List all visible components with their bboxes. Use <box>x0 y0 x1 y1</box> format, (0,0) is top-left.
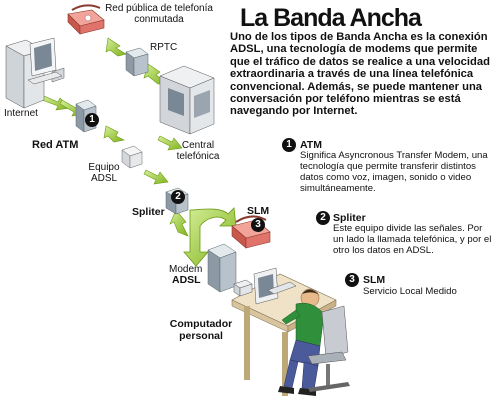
server-icon <box>233 279 253 297</box>
marker-1: 1 <box>85 113 99 127</box>
server-icon <box>125 47 149 77</box>
page-title: La Banda Ancha <box>240 4 422 32</box>
legend-desc-spliter: Este equipo divide las señales. Por un l… <box>333 223 492 256</box>
phone-icon <box>67 4 105 35</box>
label-internet: Internet <box>4 108 38 119</box>
label-adsl: ADSL <box>172 274 201 286</box>
legend-num-2: 2 <box>316 211 330 225</box>
legend-head-spliter: Spliter <box>333 212 366 224</box>
marker-3: 3 <box>251 218 265 232</box>
marker-2: 2 <box>171 190 185 204</box>
computer-icon <box>5 37 65 109</box>
label-red-atm: Red ATM <box>32 139 79 151</box>
label-rptc: RPTC <box>150 42 178 53</box>
label-central-telefonica: Central telefónica <box>176 140 220 162</box>
intro-paragraph: Uno de los tipos de Banda Ancha es la co… <box>230 31 490 118</box>
legend-head-atm: ATM <box>300 139 322 151</box>
legend-num-1: 1 <box>282 138 296 152</box>
server-icon <box>121 145 143 169</box>
label-slm: SLM <box>247 205 270 217</box>
legend-head-slm: SLM <box>363 274 386 286</box>
legend-desc-slm: Servicio Local Medido <box>363 286 457 297</box>
label-red-publica: Red pública de telefonía conmutada <box>105 3 213 25</box>
legend-num-3: 3 <box>345 273 359 287</box>
label-equipo-adsl: Equipo ADSL <box>88 162 120 184</box>
building-icon <box>159 65 215 135</box>
server-icon <box>207 243 237 293</box>
label-computador-personal: Computador personal <box>169 318 233 342</box>
splitter-arrow-icon <box>183 207 237 267</box>
label-modem: Modem <box>169 264 203 275</box>
label-spliter: Spliter <box>132 206 165 218</box>
legend-desc-atm: Significa Asyncronous Transfer Modem, un… <box>300 150 488 194</box>
person-at-desk-icon <box>231 267 350 396</box>
